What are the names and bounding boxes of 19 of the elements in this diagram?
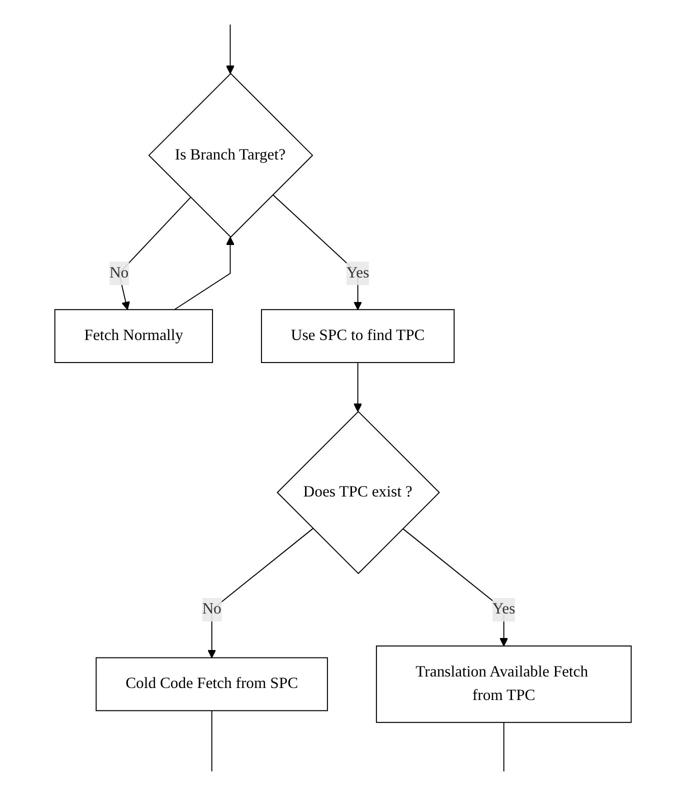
arrow	[353, 362, 362, 412]
node-diamond: Is Branch Target?	[148, 72, 314, 238]
arrow	[118, 196, 192, 310]
arrow	[272, 194, 362, 310]
edge-label: No	[109, 264, 129, 282]
node-box: Fetch Normally	[54, 309, 213, 364]
node-diamond: Does TPC exist ?	[276, 410, 440, 574]
edge-label: Yes	[346, 264, 370, 282]
arrow	[174, 236, 235, 310]
node-box: Cold Code Fetch from SPC	[96, 657, 328, 712]
arrow	[226, 24, 235, 74]
node-box: Translation Available Fetch from TPC	[376, 646, 632, 723]
edge-label: Yes	[492, 600, 516, 618]
connector	[211, 710, 212, 772]
node-box: Use SPC to find TPC	[260, 309, 455, 364]
edge-label: No	[202, 600, 222, 618]
arrow	[207, 528, 314, 658]
connector	[503, 722, 504, 772]
arrow	[402, 528, 508, 646]
